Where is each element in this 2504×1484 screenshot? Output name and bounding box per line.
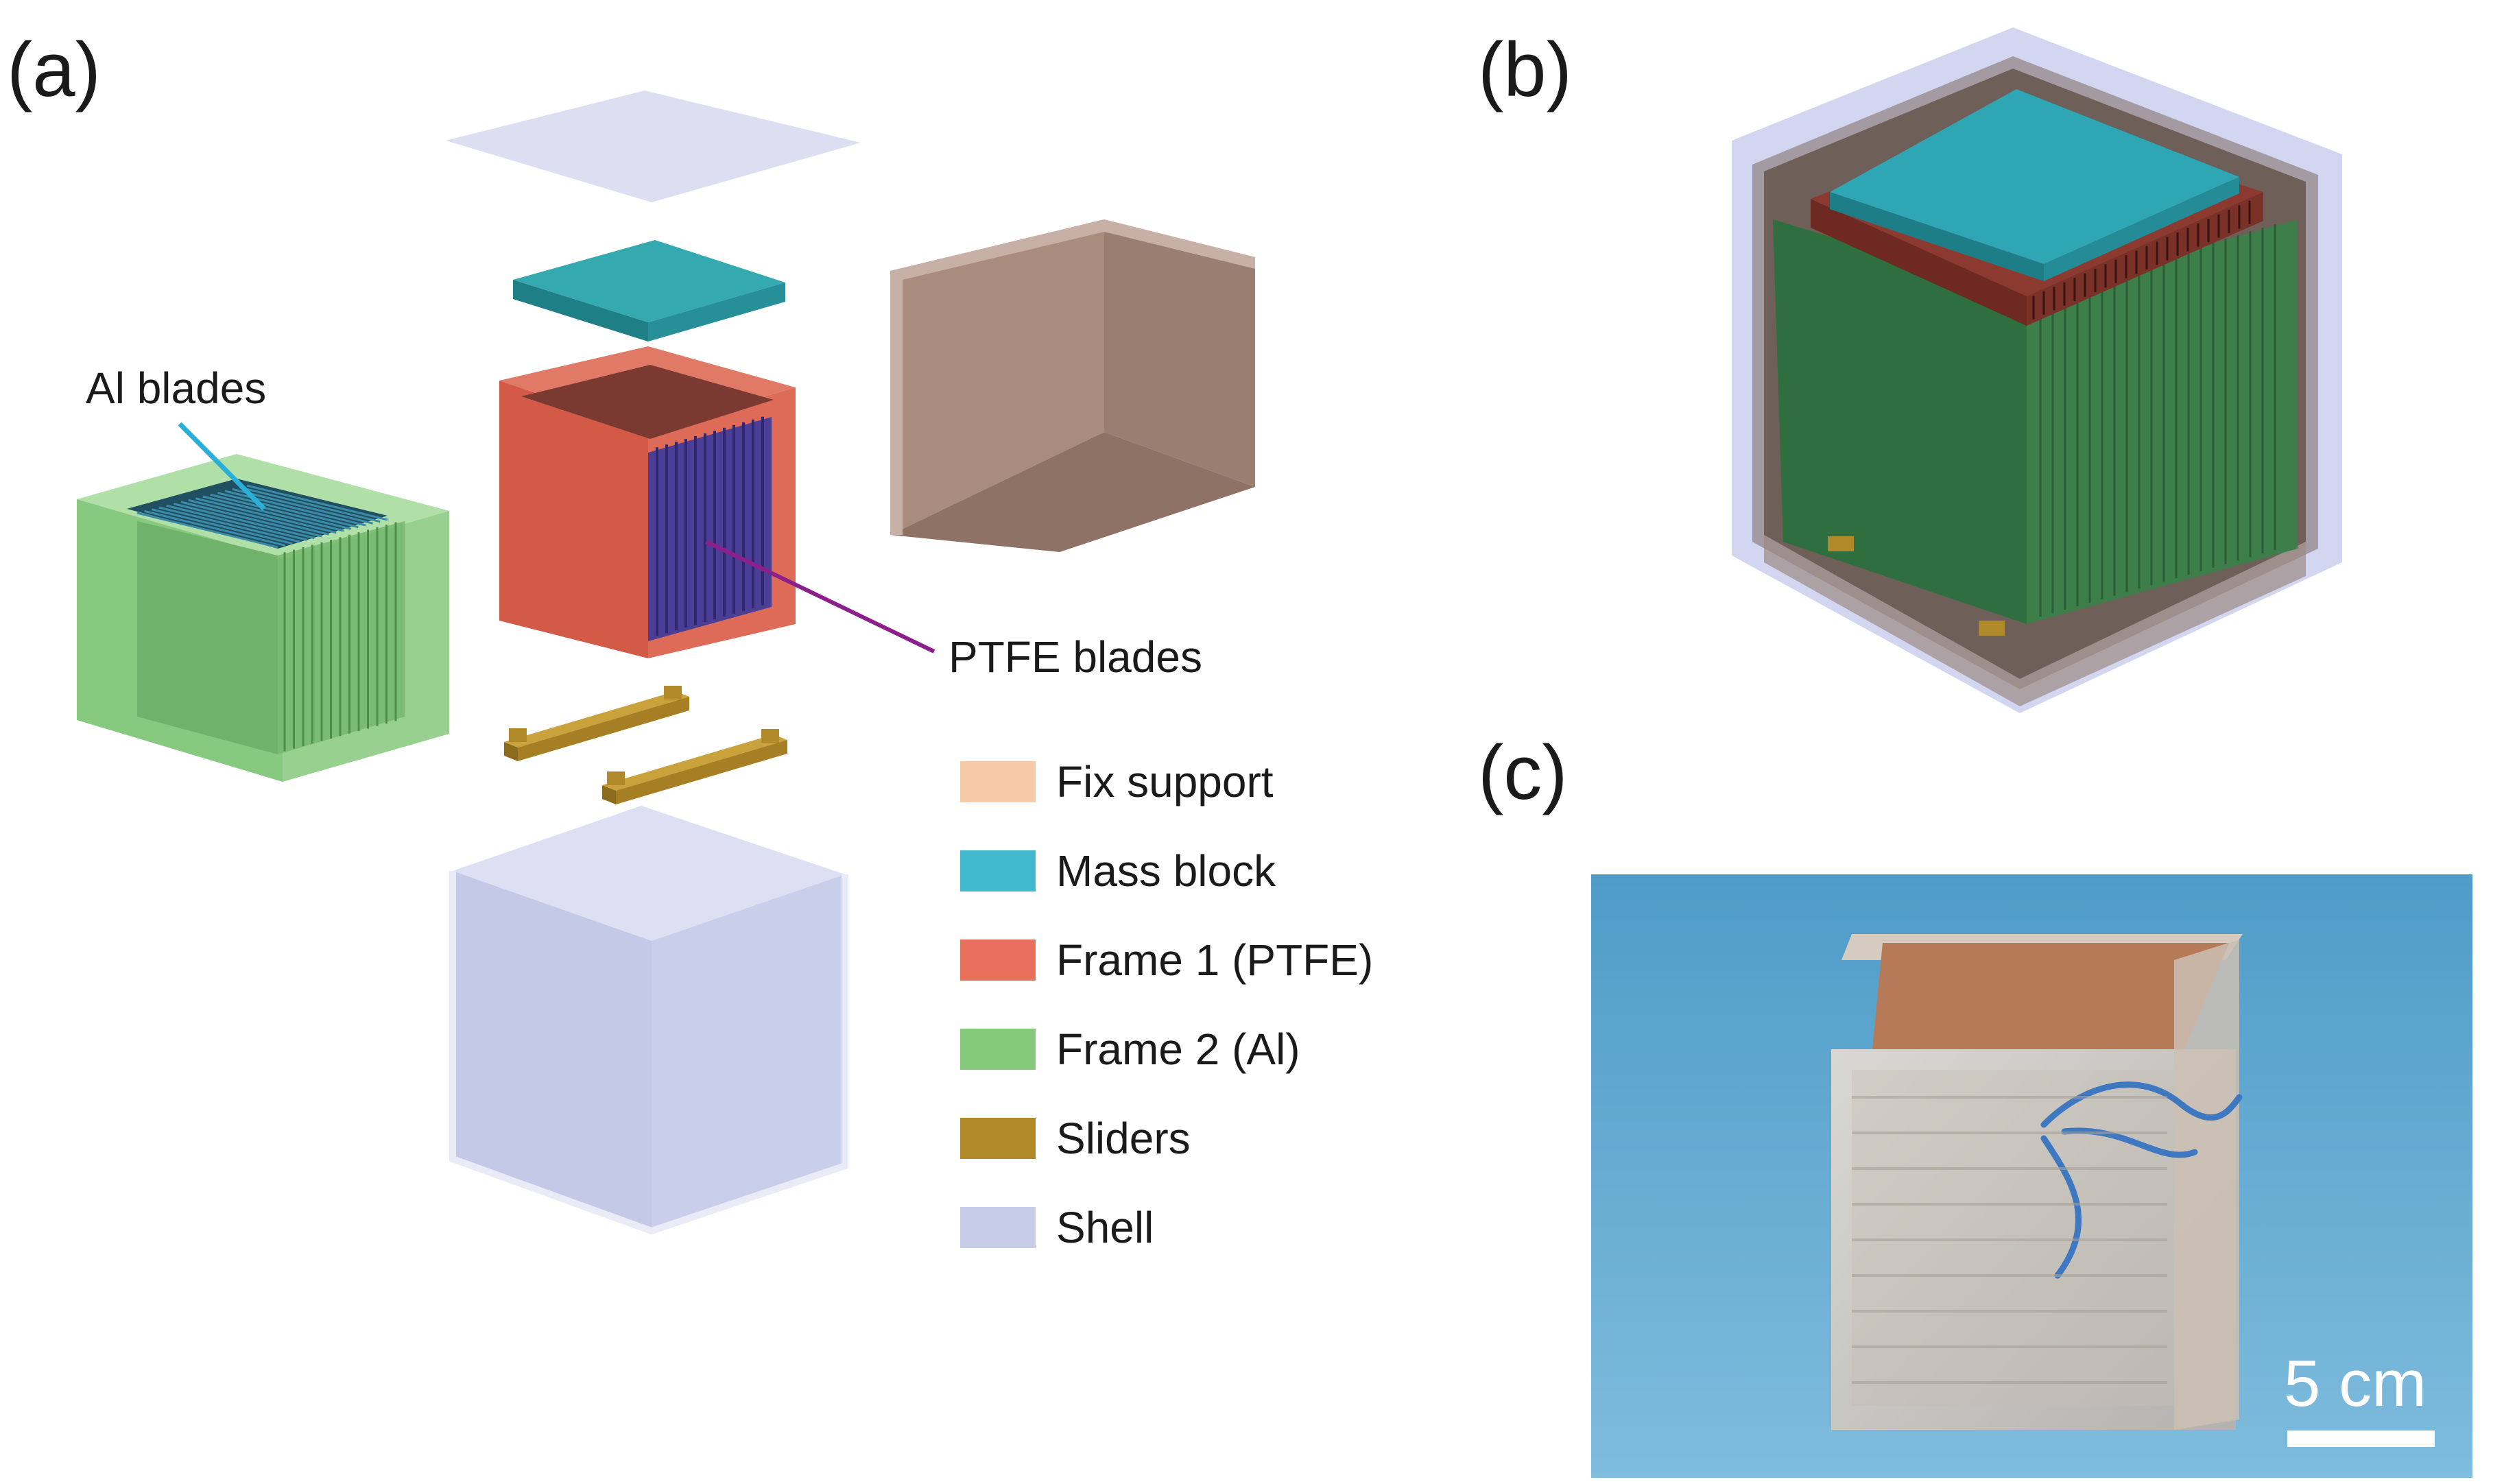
fix-support-corner bbox=[890, 219, 1255, 552]
ptfe-frame bbox=[499, 346, 796, 658]
ptfe-blade-stack bbox=[648, 416, 772, 641]
slider-assembled-right bbox=[1979, 621, 2005, 636]
blade-line bbox=[180, 501, 322, 538]
ptfe-blades-label: PTFE blades bbox=[949, 632, 1202, 682]
blade-line bbox=[188, 499, 330, 536]
blade-line bbox=[195, 497, 337, 534]
slider-assembled-left bbox=[1828, 536, 1854, 551]
legend-label: Mass block bbox=[1056, 846, 1276, 896]
blade-line bbox=[210, 493, 352, 530]
legend-label: Frame 2 (Al) bbox=[1056, 1025, 1300, 1074]
mass-block-plate bbox=[513, 240, 785, 342]
legend-label: Sliders bbox=[1056, 1114, 1191, 1163]
blade-line bbox=[202, 495, 344, 532]
assembled-render bbox=[1732, 27, 2342, 713]
blade-line bbox=[158, 506, 300, 543]
scale-bar-label: 5 cm bbox=[2284, 1347, 2427, 1420]
callout-ptfe-blades: PTFE blades bbox=[705, 540, 1202, 682]
blade-line bbox=[217, 492, 359, 529]
blade-line bbox=[239, 486, 381, 523]
blade-line bbox=[173, 503, 315, 540]
panel-label-a: (a) bbox=[7, 27, 101, 112]
legend-swatch bbox=[960, 1118, 1036, 1159]
blade-line bbox=[246, 484, 388, 521]
al-blades-label: Al blades bbox=[86, 363, 266, 413]
blade-line bbox=[144, 510, 286, 547]
shell-lid-top bbox=[446, 91, 861, 202]
legend-label: Frame 1 (PTFE) bbox=[1056, 935, 1373, 985]
blade-line bbox=[224, 490, 366, 527]
legend-label: Fix support bbox=[1056, 757, 1274, 806]
blade-line bbox=[136, 512, 278, 549]
blade-line bbox=[232, 488, 374, 525]
slider-bar-left bbox=[504, 686, 689, 761]
legend-swatch bbox=[960, 850, 1036, 891]
exploded-view bbox=[77, 91, 1255, 1235]
blade-line bbox=[151, 508, 293, 545]
al-blade-stack bbox=[137, 521, 405, 754]
scale-bar bbox=[2287, 1431, 2435, 1447]
panel-label-c: (c) bbox=[1478, 730, 1568, 815]
slider-bar-right bbox=[602, 729, 787, 804]
shell-box bbox=[449, 806, 848, 1235]
legend-swatch bbox=[960, 940, 1036, 981]
legend-swatch bbox=[960, 1029, 1036, 1070]
blade-line bbox=[166, 504, 308, 541]
al-frame bbox=[77, 454, 449, 782]
legend-label: Shell bbox=[1056, 1203, 1154, 1252]
mass-block-assembled bbox=[1830, 89, 2239, 264]
photo-copper-plate bbox=[1872, 943, 2229, 1049]
legend-swatch bbox=[960, 1207, 1036, 1248]
al-frame-assembled bbox=[1773, 219, 2027, 624]
legend-swatch bbox=[960, 761, 1036, 802]
prototype-photo: 5 cm bbox=[1591, 874, 2472, 1478]
callout-al-blades: Al blades bbox=[86, 363, 266, 511]
panel-label-b: (b) bbox=[1478, 27, 1572, 112]
